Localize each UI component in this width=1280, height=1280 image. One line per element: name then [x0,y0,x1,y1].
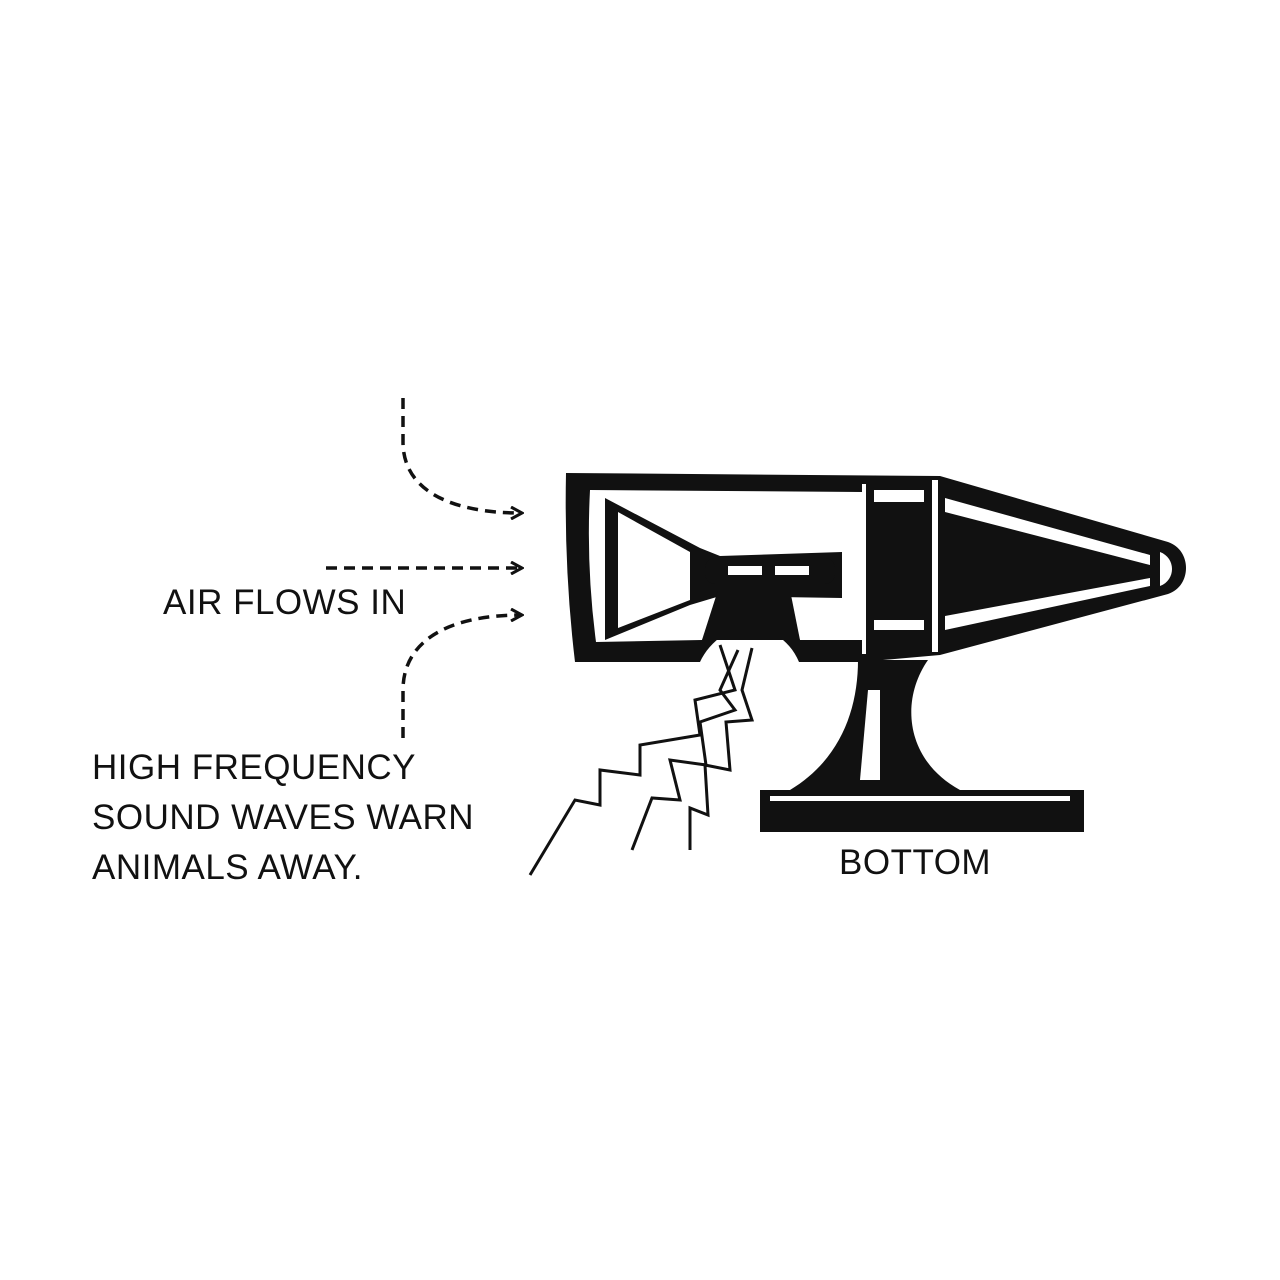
resonator-slot-inner-2 [775,566,809,575]
cone-highlight-top [945,498,1150,565]
cone-highlight-bottom [945,578,1150,630]
whistle-device [565,473,1186,832]
sound-waves [528,644,755,876]
sound-wave-1 [528,644,737,876]
throat [702,590,800,640]
air-flows-in-label: AIR FLOWS IN [163,583,407,622]
body-band-2 [874,490,924,502]
inner-funnel-highlight [618,512,690,628]
airflow-arrow-top [401,398,521,513]
airflow-arrow-bottom [401,615,521,738]
sound-waves-caption: HIGH FREQUENCY SOUND WAVES WARN ANIMALS … [92,743,474,893]
cone-tip [1160,552,1172,586]
airflow-arrows [326,398,521,738]
body-band-3 [874,620,924,630]
sound-waves-caption-line-1: HIGH FREQUENCY [92,748,416,787]
sound-waves-caption-line-2: SOUND WAVES WARN [92,798,474,837]
bottom-label: BOTTOM [839,843,992,882]
sound-wave-2 [630,649,740,851]
base-plate-highlight [770,796,1070,801]
sound-wave-3 [688,647,755,850]
resonator-slot-inner [728,566,762,575]
body-band-1 [862,484,866,654]
resonator-slot [705,558,835,584]
body-band-4 [932,480,938,652]
sound-waves-caption-line-3: ANIMALS AWAY. [92,848,364,887]
mount-stem-highlight [860,690,880,780]
